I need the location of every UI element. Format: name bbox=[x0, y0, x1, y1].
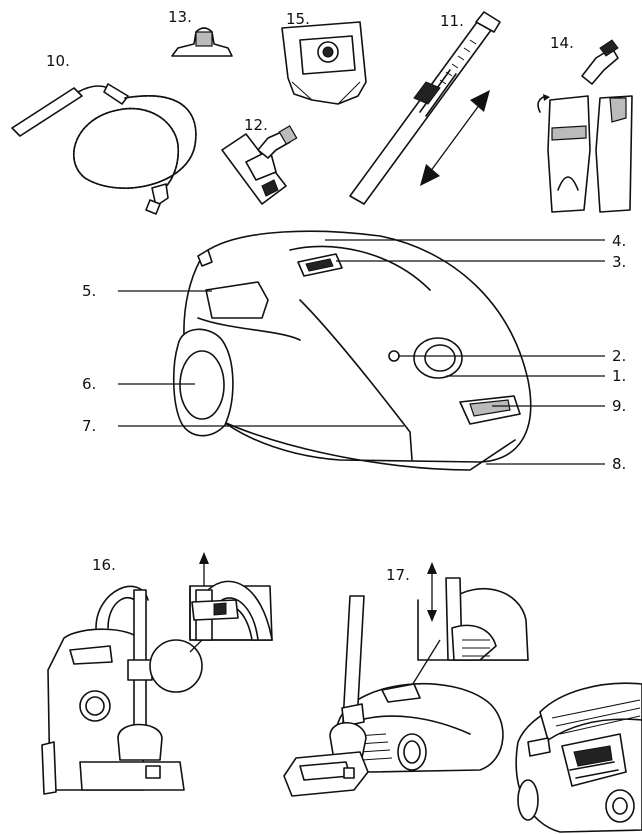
callout-7: 7. bbox=[82, 417, 96, 435]
open-vacuum-illustration bbox=[515, 682, 642, 833]
callout-12: 12. bbox=[244, 116, 268, 134]
vacuum-main-body-illustration bbox=[172, 230, 532, 471]
callout-10: 10. bbox=[46, 52, 70, 70]
callout-2: 2. bbox=[612, 347, 626, 365]
floor-nozzle-illustration bbox=[221, 125, 298, 205]
callout-16: 16. bbox=[92, 556, 116, 574]
callout-6: 6. bbox=[82, 375, 96, 393]
callout-14: 14. bbox=[550, 34, 574, 52]
hose-illustration bbox=[11, 83, 197, 215]
callout-17: 17. bbox=[386, 566, 410, 584]
callout-8: 8. bbox=[612, 455, 626, 473]
callout-4: 4. bbox=[612, 232, 626, 250]
dust-bag-illustration bbox=[281, 21, 367, 105]
vertical-storage-illustration bbox=[41, 552, 273, 795]
horizontal-storage-illustration bbox=[283, 562, 529, 797]
callout-15: 15. bbox=[286, 10, 310, 28]
callout-9: 9. bbox=[612, 397, 626, 415]
crevice-brush-tool-illustration bbox=[537, 39, 633, 213]
extend-arrow-icon bbox=[420, 90, 490, 186]
telescopic-tube-illustration bbox=[349, 11, 501, 205]
callout-13: 13. bbox=[168, 8, 192, 26]
callout-3: 3. bbox=[612, 253, 626, 271]
callout-1: 1. bbox=[612, 367, 626, 385]
leader-lines bbox=[118, 239, 605, 465]
callout-11: 11. bbox=[440, 12, 464, 30]
callout-5: 5. bbox=[82, 282, 96, 300]
small-nozzle-illustration bbox=[171, 27, 233, 57]
